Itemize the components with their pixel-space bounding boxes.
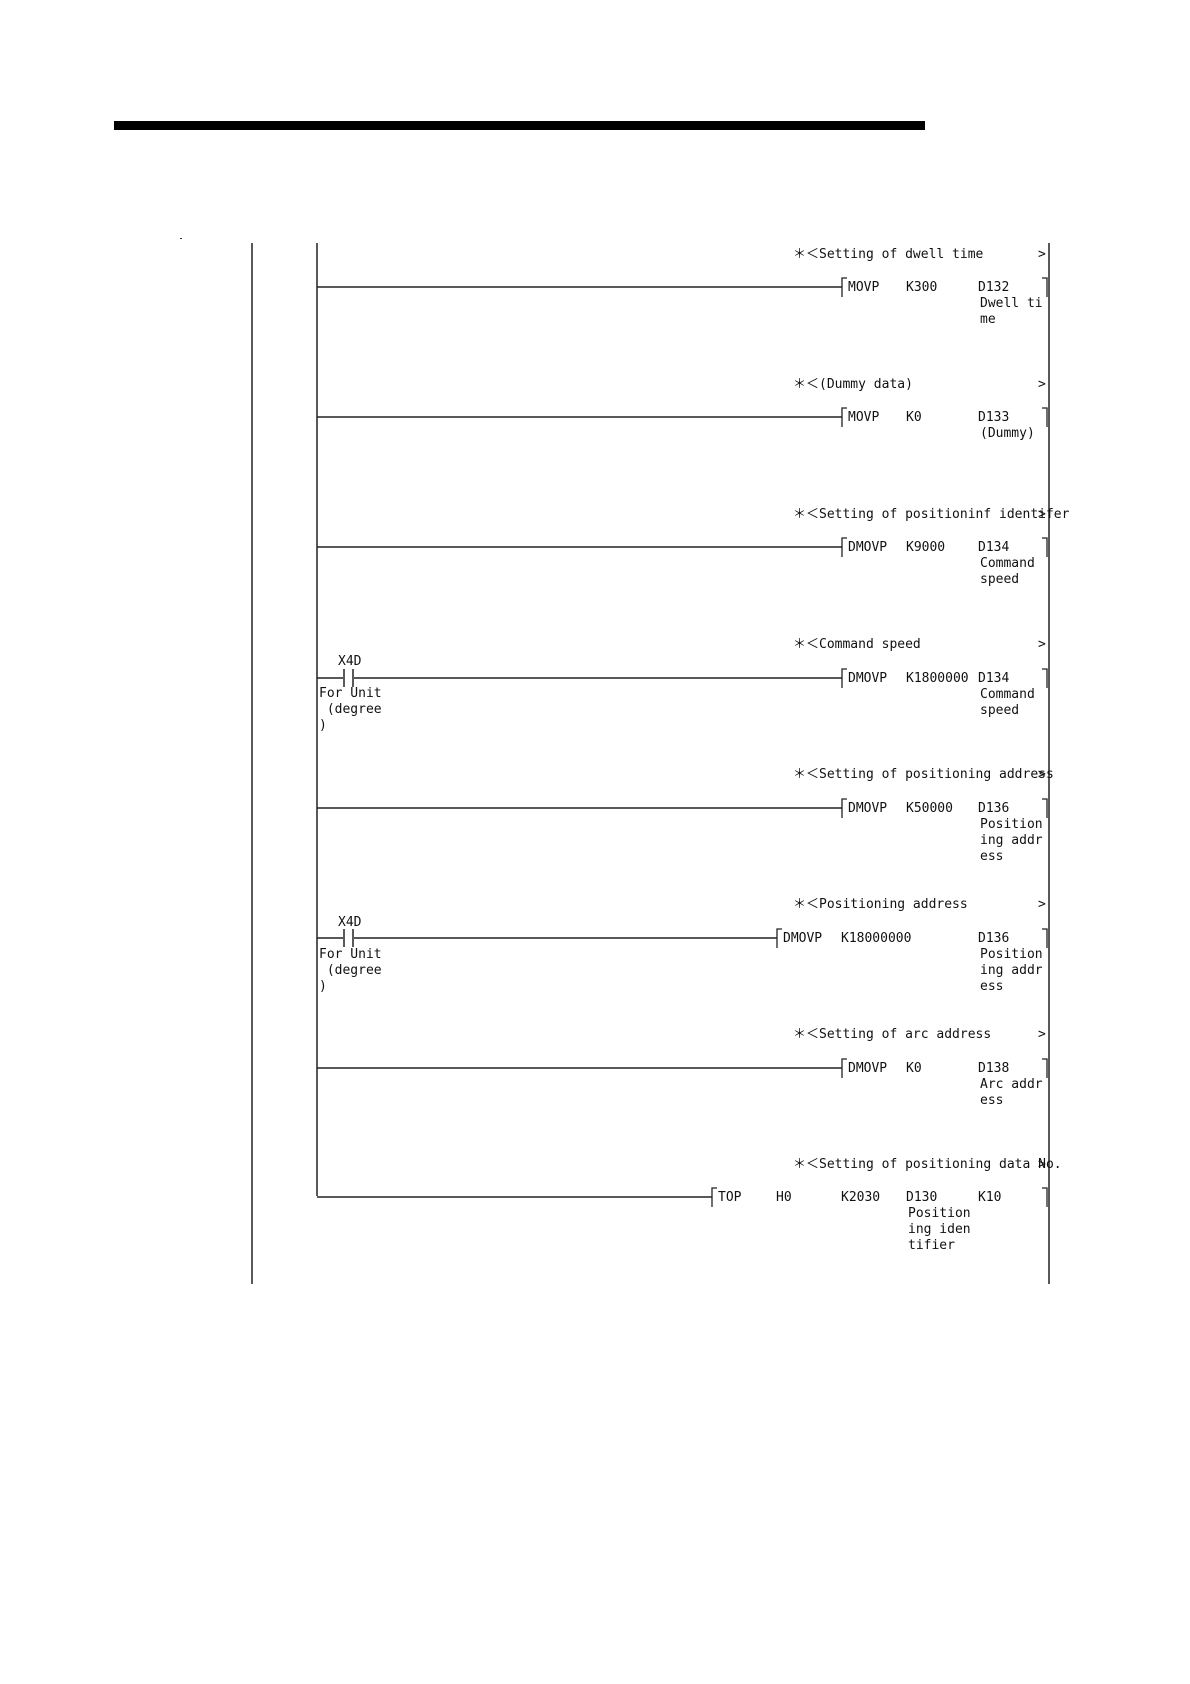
device-comment-line: speed <box>980 572 1019 587</box>
device-comment-line: Position <box>980 817 1043 832</box>
device-comment-line: Command <box>980 687 1035 702</box>
instruction-open-bracket <box>841 668 847 688</box>
operand-destination: D134 <box>978 671 1009 686</box>
operand-source: K9000 <box>906 540 945 555</box>
device-comment-line: Position <box>980 947 1043 962</box>
comment-end-mark: > <box>1038 767 1046 782</box>
header-rule <box>114 121 925 130</box>
operand-destination: D136 <box>978 931 1009 946</box>
instruction-open-bracket <box>711 1187 717 1207</box>
operand-source: K18000000 <box>841 931 911 946</box>
rung-comment: ＊＜Setting of positioning address <box>793 767 1054 782</box>
comment-end-mark: > <box>1038 247 1046 262</box>
operand-destination: D138 <box>978 1061 1009 1076</box>
rung-comment: ＊＜Setting of arc address <box>793 1027 991 1042</box>
instruction-close-bracket <box>1042 1058 1048 1078</box>
rung-positioning-identifier: ＊＜Setting of positioninf identifer > DMO… <box>317 507 1070 587</box>
comment-end-mark: > <box>1038 637 1046 652</box>
instruction-close-bracket <box>1042 798 1048 818</box>
instruction-name: DMOVP <box>848 540 887 555</box>
operand-source: K0 <box>906 1061 922 1076</box>
operand-source: K50000 <box>906 801 953 816</box>
contact-comment-line: For Unit <box>319 686 382 701</box>
device-comment-line: Position <box>908 1206 971 1221</box>
rung-dummy-data: ＊＜(Dummy data) > MOVP K0 D133 (Dummy) <box>317 377 1048 441</box>
device-comment-line: tifier <box>908 1238 955 1253</box>
instruction-open-bracket <box>841 537 847 557</box>
operand-destination: D136 <box>978 801 1009 816</box>
device-comment-line: ess <box>980 1093 1003 1108</box>
contact-device: X4D <box>338 654 362 669</box>
device-comment-line: Dwell ti <box>980 296 1043 311</box>
contact-comment-line: For Unit <box>319 947 382 962</box>
operand-source: K1800000 <box>906 671 969 686</box>
rung-positioning-data-no: ＊＜Setting of positioning data No. > TOP … <box>317 1157 1062 1253</box>
contact-comment-line: ) <box>319 979 327 994</box>
device-comment-line: Command <box>980 556 1035 571</box>
operand-source: D130 <box>906 1190 937 1205</box>
device-comment-line: Arc addr <box>980 1077 1043 1092</box>
instruction-name: DMOVP <box>848 801 887 816</box>
rung-dwell-time: ＊＜Setting of dwell time > MOVP K300 D132… <box>317 247 1048 327</box>
rung-comment: ＊＜Command speed <box>793 637 921 652</box>
operand-destination: D134 <box>978 540 1009 555</box>
instruction-name: TOP <box>718 1190 742 1205</box>
margin-mark <box>180 238 182 239</box>
rung-comment: ＊＜Setting of positioninf identifer <box>793 507 1070 522</box>
instruction-close-bracket <box>1042 668 1048 688</box>
comment-end-mark: > <box>1038 507 1046 522</box>
instruction-open-bracket <box>841 1058 847 1078</box>
operand-destination: D133 <box>978 410 1009 425</box>
device-comment-line: ing addr <box>980 963 1043 978</box>
rung-comment: ＊＜Setting of dwell time <box>793 247 984 262</box>
instruction-open-bracket <box>841 407 847 427</box>
operand-count: K10 <box>978 1190 1001 1205</box>
comment-end-mark: > <box>1038 377 1046 392</box>
contact-device: X4D <box>338 915 362 930</box>
comment-end-mark: > <box>1038 1027 1046 1042</box>
instruction-close-bracket <box>1042 928 1048 948</box>
operand-buffer-address: K2030 <box>841 1190 880 1205</box>
rung-positioning-address-setting: ＊＜Setting of positioning address > DMOVP… <box>317 767 1054 864</box>
rung-arc-address: ＊＜Setting of arc address > DMOVP K0 D138… <box>317 1027 1048 1108</box>
device-comment-line: ing iden <box>908 1222 971 1237</box>
instruction-close-bracket <box>1042 537 1048 557</box>
rung-positioning-address: ＊＜Positioning address > X4D For Unit (de… <box>317 897 1048 994</box>
instruction-open-bracket <box>841 798 847 818</box>
rung-comment: ＊＜(Dummy data) <box>793 377 913 392</box>
instruction-name: DMOVP <box>783 931 822 946</box>
device-comment-line: me <box>980 312 996 327</box>
contact-comment-line: ) <box>319 718 327 733</box>
instruction-name: MOVP <box>848 280 879 295</box>
device-comment-line: ess <box>980 979 1003 994</box>
operand-source: K300 <box>906 280 937 295</box>
rung-comment: ＊＜Setting of positioning data No. <box>793 1157 1062 1172</box>
instruction-close-bracket <box>1042 1187 1048 1207</box>
device-comment-line: ing addr <box>980 833 1043 848</box>
instruction-open-bracket <box>841 277 847 297</box>
device-comment-line: speed <box>980 703 1019 718</box>
rung-comment: ＊＜Positioning address <box>793 897 968 912</box>
device-comment-line: (Dummy) <box>980 426 1035 441</box>
comment-end-mark: > <box>1038 897 1046 912</box>
instruction-open-bracket <box>776 928 782 948</box>
operand-module: H0 <box>776 1190 792 1205</box>
instruction-name: MOVP <box>848 410 879 425</box>
instruction-close-bracket <box>1042 277 1048 297</box>
contact-comment-line: (degree <box>319 702 382 717</box>
instruction-name: DMOVP <box>848 1061 887 1076</box>
operand-source: K0 <box>906 410 922 425</box>
device-comment-line: ess <box>980 849 1003 864</box>
operand-destination: D132 <box>978 280 1009 295</box>
rung-command-speed: ＊＜Command speed > X4D For Unit (degree )… <box>317 637 1048 733</box>
instruction-close-bracket <box>1042 407 1048 427</box>
instruction-name: DMOVP <box>848 671 887 686</box>
contact-comment-line: (degree <box>319 963 382 978</box>
comment-end-mark: > <box>1038 1157 1046 1172</box>
